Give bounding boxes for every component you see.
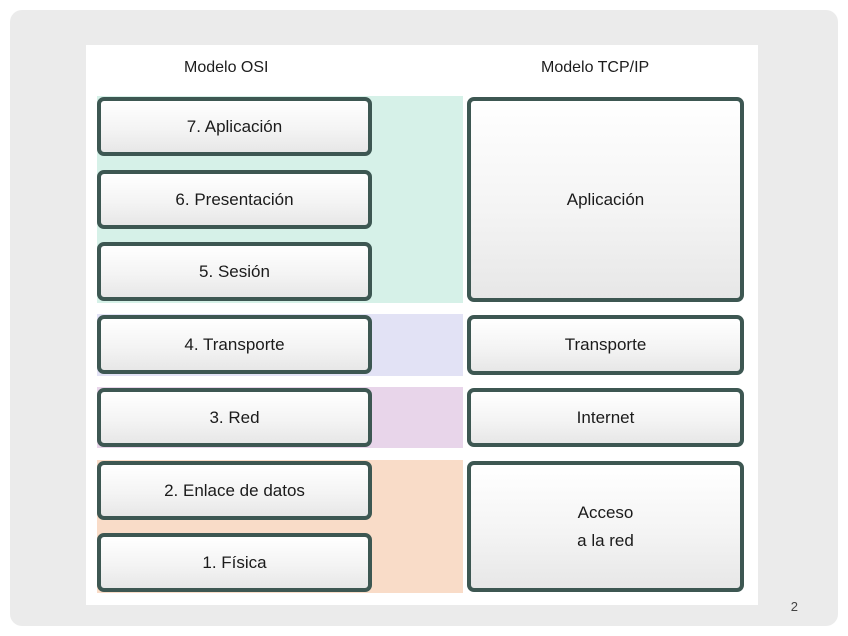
osi-layer-label: 5. Sesión xyxy=(199,261,270,281)
tcpip-layer-label: Transporte xyxy=(564,335,647,354)
tcpip-layer-application: Aplicación xyxy=(467,97,744,302)
tcpip-layer-transport: Transporte xyxy=(467,315,744,375)
tcpip-layer-label: Acceso a la red xyxy=(577,502,634,550)
osi-layer-label: 4. Transporte xyxy=(184,334,285,354)
osi-layer-label: 7. Aplicación xyxy=(186,116,283,136)
osi-layer-session: 5. Sesión xyxy=(97,242,372,301)
osi-layer-label: 3. Red xyxy=(209,407,260,427)
osi-layer-transport: 4. Transporte xyxy=(97,315,372,374)
osi-layer-label: 1. Física xyxy=(202,552,267,572)
tcpip-layer-network-access: Acceso a la red xyxy=(467,461,744,592)
slide-number: 2 xyxy=(790,599,798,614)
osi-layer-data-link: 2. Enlace de datos xyxy=(97,461,372,520)
osi-layer-presentation: 6. Presentación xyxy=(97,170,372,229)
tcpip-layer-label: Internet xyxy=(576,407,635,427)
osi-layer-network: 3. Red xyxy=(97,388,372,447)
osi-layer-physical: 1. Física xyxy=(97,533,372,592)
tcpip-layer-label: Aplicación xyxy=(566,189,645,209)
tcpip-layer-internet: Internet xyxy=(467,388,744,447)
tcpip-header: Modelo TCP/IP xyxy=(541,59,650,76)
osi-layer-application: 7. Aplicación xyxy=(97,97,372,156)
osi-layer-label: 2. Enlace de datos xyxy=(164,480,305,500)
osi-header: Modelo OSI xyxy=(184,59,269,76)
osi-layer-label: 6. Presentación xyxy=(175,189,294,209)
